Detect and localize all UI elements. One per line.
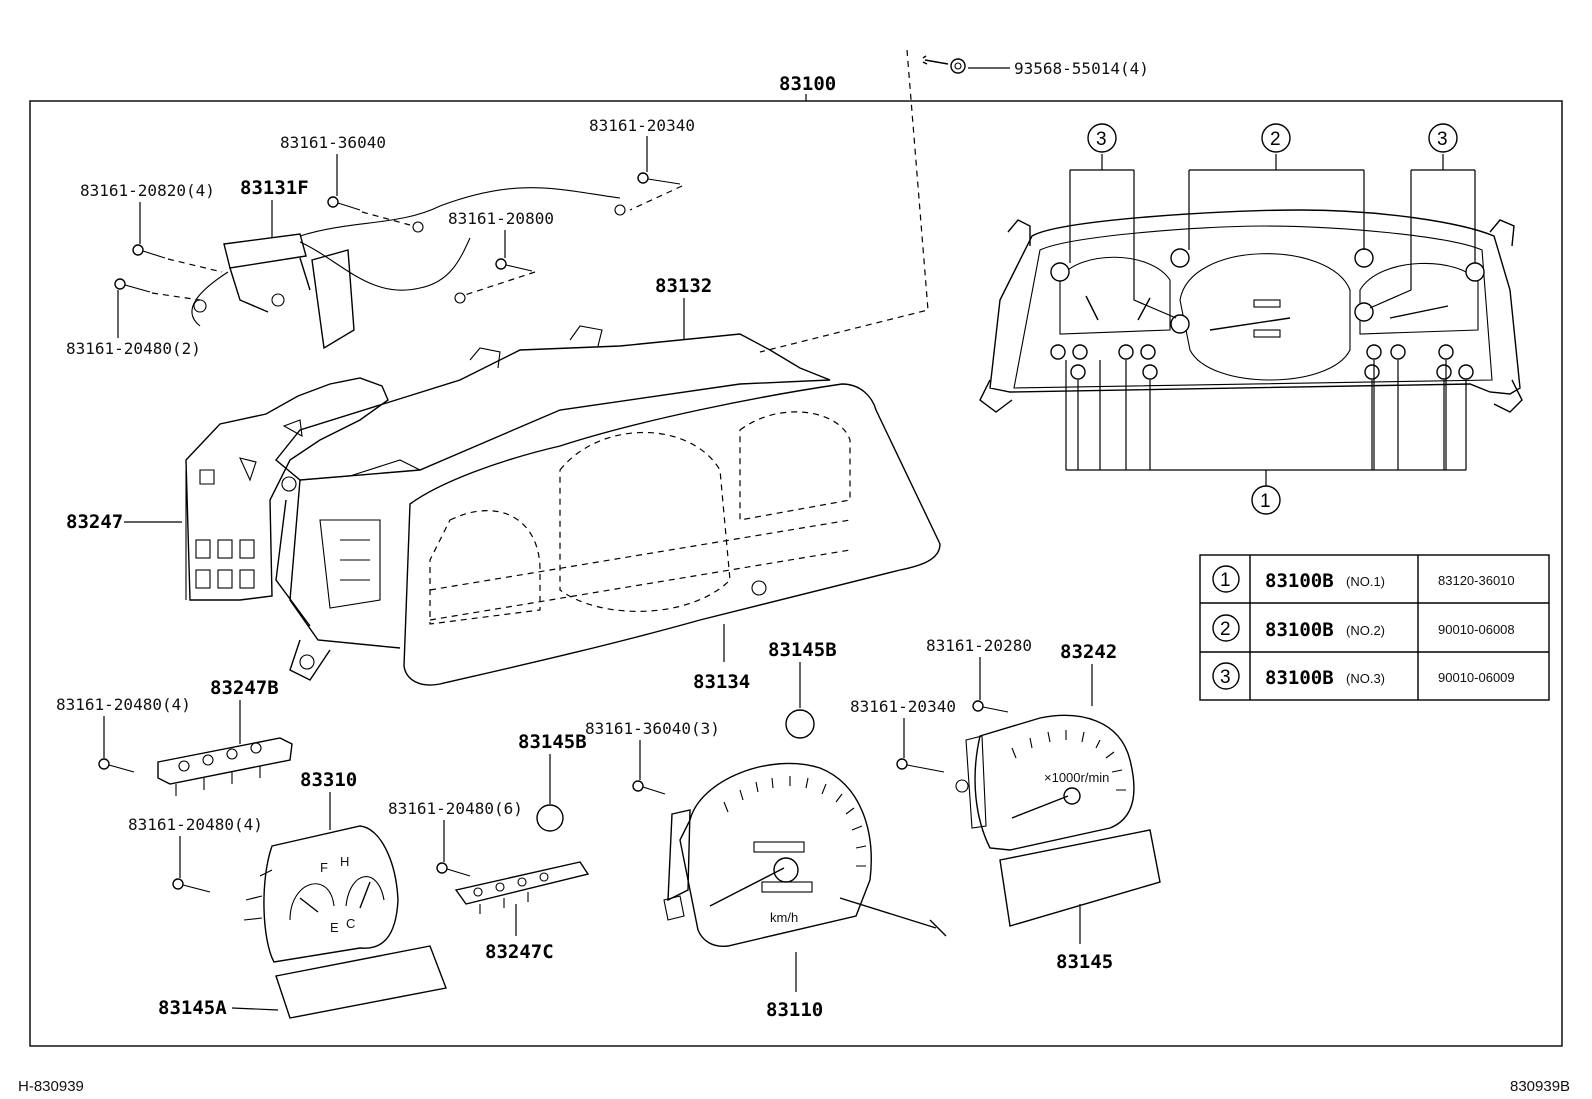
label-83131F: 83131F (240, 177, 309, 199)
label-83145B-lower: 83145B (518, 731, 587, 753)
bolt-93568-icon (922, 55, 966, 74)
screw-83161-20480-4b-icon (172, 878, 211, 893)
speedometer-83110: km/h (663, 762, 947, 947)
label-83145A: 83145A (158, 997, 227, 1019)
label-83110: 83110 (766, 999, 823, 1021)
label-83242: 83242 (1060, 641, 1117, 663)
svg-text:km/h: km/h (770, 910, 798, 925)
label-83161-36040: 83161-36040 (280, 133, 386, 152)
screw-83161-20480-4a-icon (98, 758, 135, 773)
lens-83145B-lower (536, 804, 564, 832)
label-83145B-upper: 83145B (768, 639, 837, 661)
label-83161-20480-2: 83161-20480(2) (66, 339, 201, 358)
label-83161-20800: 83161-20800 (448, 209, 554, 228)
footer-right-code: 830939B (1510, 1078, 1570, 1095)
label-83247C: 83247C (485, 941, 554, 963)
bulb-marker-2: 2 (1261, 123, 1291, 153)
label-83161-20340b: 83161-20340 (850, 697, 956, 716)
cluster-front-view (979, 209, 1523, 413)
fuel-temp-gauge-83310: F E H C (243, 825, 399, 963)
table-row: 3 83100B (NO.3) 90010-06009 (1212, 662, 1515, 690)
svg-text:3: 3 (1437, 129, 1448, 150)
bulb-leaders (1065, 154, 1476, 486)
lens-83145B-upper (785, 709, 815, 739)
bulb-table (1199, 554, 1550, 701)
label-83161-20820: 83161-20820(4) (80, 181, 215, 200)
printed-circuit-83247C (454, 861, 590, 914)
bulb-marker-3-left: 3 (1087, 123, 1117, 153)
svg-text:H: H (340, 854, 349, 869)
svg-text:(NO.1): (NO.1) (1346, 574, 1385, 589)
svg-text:90010-06008: 90010-06008 (1438, 622, 1515, 637)
screw-83161-20280-icon (972, 700, 1009, 713)
svg-text:2: 2 (1270, 129, 1281, 150)
screw-83161-20820-icon (132, 244, 166, 259)
label-83132: 83132 (655, 275, 712, 297)
svg-text:2: 2 (1220, 619, 1231, 640)
screw-83161-20340-icon (637, 172, 681, 185)
screw-83161-20480-6-icon (436, 862, 471, 877)
svg-text:E: E (330, 920, 339, 935)
label-83161-20340: 83161-20340 (589, 116, 695, 135)
svg-text:1: 1 (1260, 491, 1271, 512)
tachometer-83242: ×1000r/min (955, 714, 1135, 851)
svg-text:83120-36010: 83120-36010 (1438, 573, 1515, 588)
wiring-harness-83131F (191, 187, 626, 350)
svg-text:83100B: 83100B (1265, 667, 1334, 689)
svg-text:C: C (346, 916, 355, 931)
label-83134: 83134 (693, 671, 750, 693)
label-83161-20480-4b: 83161-20480(4) (128, 815, 263, 834)
svg-text:3: 3 (1220, 667, 1231, 688)
svg-text:×1000r/min: ×1000r/min (1044, 770, 1109, 785)
label-83161-20280: 83161-20280 (926, 636, 1032, 655)
svg-text:83100B: 83100B (1265, 570, 1334, 592)
screw-83161-36040-3-icon (632, 780, 666, 795)
svg-text:83100B: 83100B (1265, 619, 1334, 641)
cover-83145A (275, 945, 447, 1019)
label-83100: 83100 (779, 73, 836, 95)
cluster-housing-83132 (275, 325, 831, 681)
svg-text:(NO.2): (NO.2) (1346, 623, 1385, 638)
label-83161-36040-3: 83161-36040(3) (585, 719, 720, 738)
cover-83145 (999, 829, 1161, 927)
table-row: 2 83100B (NO.2) 90010-06008 (1212, 614, 1515, 642)
svg-text:1: 1 (1220, 570, 1231, 591)
bulb-marker-1: 1 (1251, 485, 1281, 515)
label-93568-55014: 93568-55014(4) (1014, 59, 1149, 78)
svg-text:F: F (320, 860, 328, 875)
printed-circuit-83247B (157, 737, 293, 796)
svg-text:(NO.3): (NO.3) (1346, 671, 1385, 686)
label-83161-20480-4a: 83161-20480(4) (56, 695, 191, 714)
label-83247B: 83247B (210, 677, 279, 699)
svg-text:90010-06009: 90010-06009 (1438, 670, 1515, 685)
screw-83161-20340b-icon (896, 758, 945, 773)
footer-left-code: H-830939 (18, 1078, 84, 1095)
label-83247: 83247 (66, 511, 123, 533)
screw-83161-36040-icon (327, 196, 361, 211)
svg-text:3: 3 (1096, 129, 1107, 150)
cluster-lens-83134 (403, 383, 941, 686)
table-row: 1 83100B (NO.1) 83120-36010 (1212, 565, 1515, 593)
diagram-frame (29, 100, 1563, 1047)
bulb-marker-3-right: 3 (1428, 123, 1458, 153)
screw-83161-20800-icon (495, 258, 533, 272)
screw-83161-20480-2-icon (114, 278, 151, 293)
label-83310: 83310 (300, 769, 357, 791)
printed-circuit-83247 (185, 377, 389, 601)
label-83145: 83145 (1056, 951, 1113, 973)
label-83161-20480-6: 83161-20480(6) (388, 799, 523, 818)
